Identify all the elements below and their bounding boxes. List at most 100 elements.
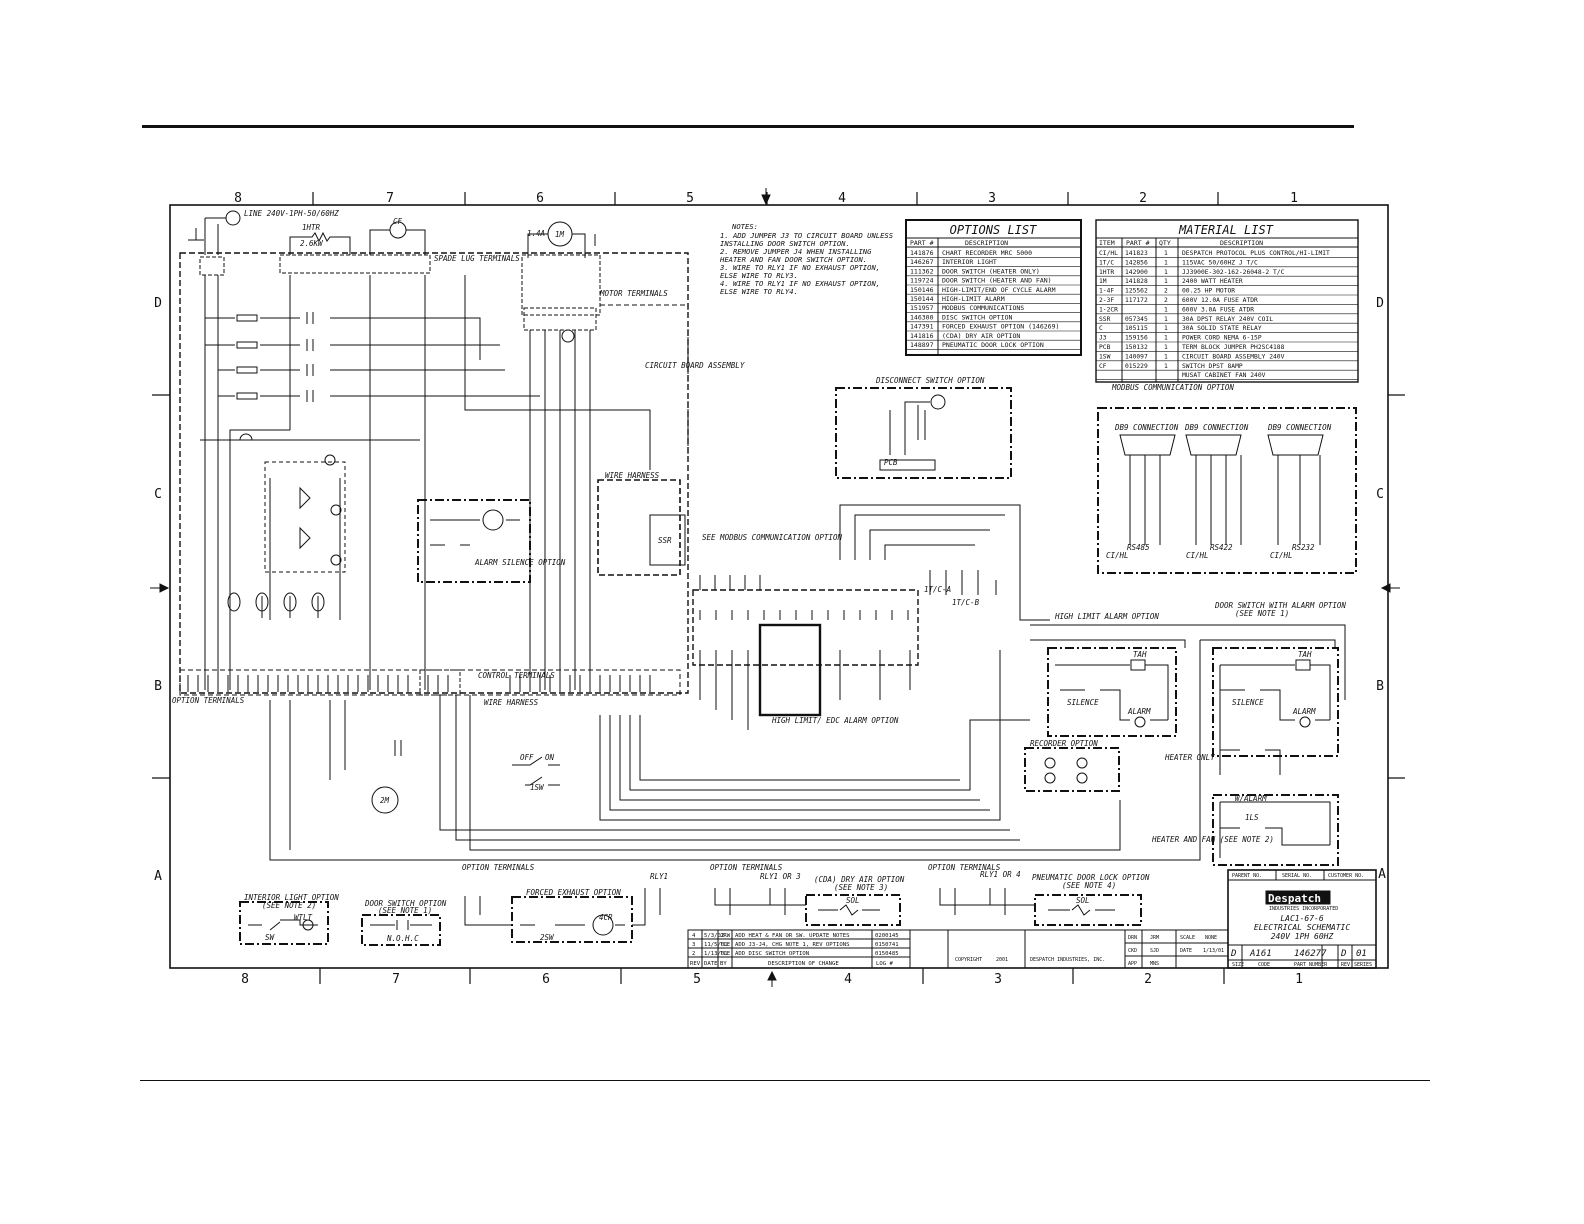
tb-model: LAC1-67-6 (1280, 914, 1324, 923)
zone-bottom-6: 6 (542, 972, 550, 987)
rev-header-rev: REV (690, 961, 701, 967)
options-row-desc: HIGH-LIMIT ALARM (942, 295, 1005, 303)
tb-chk-label: CKD (1128, 948, 1137, 954)
alarm-label: ALARM (1127, 707, 1151, 716)
spade-lug-label: SPADE LUG TERMINALS (434, 254, 520, 263)
material-row-desc: POWER CORD NEMA 6-15P (1182, 335, 1262, 342)
motor-label: 1M (555, 230, 565, 239)
material-row-item: CI/HL (1099, 250, 1118, 257)
material-row-part: 141823 (1125, 250, 1148, 257)
alarm-silence-label: ALARM SILENCE OPTION (474, 558, 566, 567)
sol-label-2: SOL (1076, 896, 1090, 905)
off-label: OFF (520, 753, 534, 762)
material-row-part: 159156 (1125, 335, 1148, 342)
w-alarm-label: W/ALARM (1235, 794, 1267, 803)
row-left-a: A (154, 869, 162, 884)
notes-block: NOTES: 1. ADD JUMPER J3 TO CIRCUIT BOARD… (719, 222, 894, 296)
options-row-desc: DOOR SWITCH (HEATER AND FAN) (942, 277, 1052, 285)
pneumatic-option-note: (SEE NOTE 4) (1062, 881, 1116, 890)
material-row-part: 142900 (1125, 269, 1148, 276)
tb-customer-no: CUSTOMER NO. (1328, 873, 1364, 879)
zone-bottom-7: 7 (392, 972, 400, 987)
note-line-1: 1. ADD JUMPER J3 TO CIRCUIT BOARD UNLESS (720, 231, 894, 240)
cda-option-label: (CDA) DRY AIR OPTION (814, 875, 905, 884)
revision-block (687, 929, 911, 969)
material-row-desc: CIRCUIT BOARD ASSEMBLY 240V (1182, 353, 1285, 360)
door-switch-alarm-label: DOOR SWITCH WITH ALARM OPTION (1214, 601, 1346, 610)
rev-row-by: JRW (720, 933, 731, 939)
tb-date: 1/13/01 (1203, 948, 1224, 954)
material-row-desc: 30A DPST RELAY 240V COIL (1182, 316, 1273, 323)
wtlt-label: WTLT (294, 913, 313, 922)
silence-label-2: SILENCE (1232, 698, 1264, 707)
high-limit-edc-label: HIGH LIMIT/ EDC ALARM OPTION (771, 716, 899, 725)
options-row-part: 150144 (910, 295, 934, 303)
material-row-desc: 30A SOLID STATE RELAY (1182, 325, 1262, 332)
options-header-desc: DESCRIPTION (965, 239, 1008, 247)
rs422-label: RS422 (1210, 543, 1233, 552)
material-row-qty: 1 (1164, 269, 1168, 276)
zone-bottom-2: 2 (1144, 972, 1152, 987)
tb-copyright: COPYRIGHT (955, 957, 982, 963)
rev-row-date: 11/5/01 (704, 942, 728, 948)
rev-row-desc: ADD HEAT & FAN OR SW. UPDATE NOTES (735, 933, 850, 939)
material-row-part: 015229 (1125, 363, 1148, 370)
tb-sheet-label: SERIES (1354, 962, 1372, 968)
rev-row-by: TLE (720, 951, 731, 957)
tb-part-label: PART NUMBER (1294, 962, 1328, 968)
material-row-desc: 600V 3.0A FUSE ATDR (1182, 306, 1254, 313)
material-row-part: 140097 (1125, 353, 1148, 360)
sw-label: SW (265, 933, 276, 942)
row-right-b: B (1376, 679, 1384, 694)
options-row-desc: CHART RECORDER MRC 5000 (942, 249, 1032, 257)
options-row-part: 141816 (910, 332, 934, 340)
cf-label: CF (393, 217, 403, 226)
material-row-part: 141828 (1125, 278, 1148, 285)
rev-header-desc: DESCRIPTION OF CHANGE (768, 961, 839, 967)
m2-label: 2M (380, 796, 390, 805)
material-header-part: PART # (1126, 239, 1150, 247)
rev-header-log: LOG # (876, 961, 893, 967)
tb-scale-label: SCALE (1180, 935, 1195, 941)
options-row-part: 141876 (910, 249, 934, 257)
zone-top-2: 2 (1139, 191, 1147, 206)
material-row-qty: 1 (1164, 363, 1168, 370)
options-row-desc: INTERIOR LIGHT (942, 258, 997, 266)
zone-top-3: 3 (988, 191, 996, 206)
tb-app-label: APP (1128, 961, 1137, 967)
tb-sheet: 01 (1356, 949, 1367, 959)
material-row-item: 1-2CR (1099, 306, 1118, 313)
tb-dwg-num: 146277 (1294, 949, 1327, 959)
wire-harness-label-2: WIRE HARNESS (484, 698, 539, 707)
material-row-part: 142856 (1125, 259, 1148, 266)
interior-light-note: (SEE NOTE 2) (262, 901, 316, 910)
rev-row-date: 1/13/01 (704, 951, 728, 957)
rs485-label: RS485 (1127, 543, 1150, 552)
rly1-or-4-label: RLY1 OR 4 (980, 870, 1021, 879)
zone-bottom-8: 8 (241, 972, 249, 987)
pneumatic-option-label: PNEUMATIC DOOR LOCK OPTION (1032, 873, 1150, 882)
material-row-qty: 2 (1164, 297, 1168, 304)
note-line-6: ELSE WIRE TO RLY3. (720, 271, 798, 280)
ssr-label: SSR (658, 536, 672, 545)
nohc-label: N.O.H.C (386, 934, 419, 943)
rev-header-by: BY (720, 961, 727, 967)
tah-label-2: TAH (1298, 650, 1312, 659)
tb-size-label: SIZE (1232, 962, 1244, 968)
material-row-desc: TERM BLOCK JUMPER PH2SC4188 (1182, 344, 1285, 351)
options-row-desc: DOOR SWITCH (HEATER ONLY) (942, 267, 1040, 275)
material-row-qty: 1 (1164, 306, 1168, 313)
heater-rating: 2.6KW (300, 239, 324, 248)
material-row-part: 057345 (1125, 316, 1148, 323)
heater-only-label: HEATER ONLY (1164, 753, 1215, 762)
material-row-desc: 00.25 HP MOTOR (1182, 288, 1235, 295)
rev-row-log: 0150741 (875, 942, 899, 948)
sw2-label: 2SW (540, 933, 555, 942)
material-row-qty: 1 (1164, 353, 1168, 360)
material-row-item: 1SW (1099, 353, 1111, 360)
material-row-item: CF (1099, 363, 1107, 370)
tb-rev-label: REV (1341, 962, 1350, 968)
row-left-d: D (154, 296, 162, 311)
sol-label: SOL (846, 896, 860, 905)
row-right-c: C (1376, 487, 1384, 502)
